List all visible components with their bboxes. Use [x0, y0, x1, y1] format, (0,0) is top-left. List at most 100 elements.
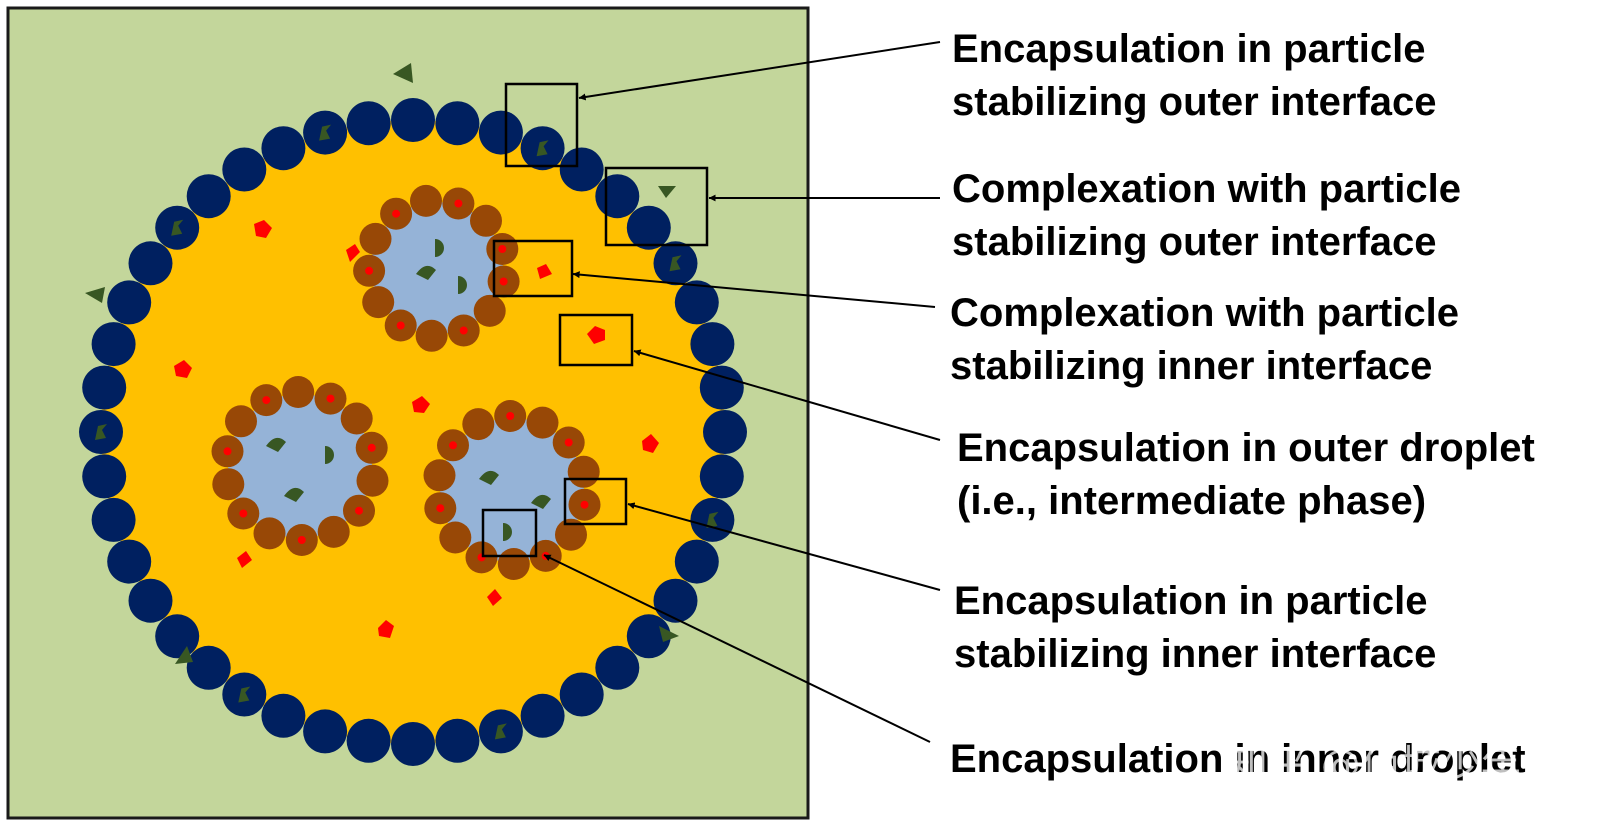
label-complex-inner-interface-line1: Complexation with particle [950, 291, 1459, 335]
inner-particle [225, 405, 257, 438]
inner-particle [470, 204, 502, 237]
watermark: 知乎 @佰城少年 [1228, 742, 1521, 788]
inner-particle [359, 222, 392, 255]
outer-particle [520, 693, 565, 738]
outer-particle [107, 539, 152, 584]
outer-particle [595, 645, 640, 690]
outer-particle [391, 98, 435, 142]
callout-box-enc-inner-interface [563, 477, 628, 526]
red-compound [454, 199, 463, 208]
callout-box-complex-inner-interface [492, 239, 574, 298]
outer-particle [346, 718, 391, 763]
outer-particle [346, 101, 391, 146]
red-compounds [174, 220, 659, 638]
red-compound [367, 443, 376, 452]
outer-particle [91, 322, 136, 367]
outer-particle [391, 722, 435, 766]
red-compound [365, 266, 374, 275]
green-compound [393, 63, 413, 83]
callout-arrow-enc-outer-interface [578, 41, 941, 101]
outer-particle [626, 205, 671, 250]
outer-particle [91, 497, 136, 542]
red-compound [392, 209, 401, 218]
outer-particle [261, 126, 306, 171]
outer-particle [595, 174, 640, 219]
red-compound [449, 441, 457, 450]
outer-particle [128, 578, 173, 623]
outer-particle [128, 241, 173, 286]
red-compound [498, 245, 507, 253]
green-compound [503, 523, 512, 541]
outer-particle [478, 110, 523, 155]
inner-particle [340, 402, 373, 435]
green-compound [284, 487, 304, 502]
inner-particle [356, 464, 389, 497]
inner-particle [362, 286, 395, 319]
green-compound [95, 424, 107, 440]
outer-particle [653, 578, 698, 623]
outer-particle [107, 280, 152, 325]
red-compound [262, 396, 271, 405]
inner-particle [423, 459, 456, 492]
label-enc-outer-droplet-line2: (i.e., intermediate phase) [957, 479, 1426, 523]
outer-particle [222, 147, 267, 192]
green-compound [494, 723, 507, 740]
red-compound [412, 396, 430, 413]
red-compound [642, 434, 659, 453]
red-compound [396, 321, 405, 330]
label-enc-outer-droplet-line1: Encapsulation in outer droplet [957, 426, 1535, 470]
inner-particle [526, 406, 559, 439]
label-enc-inner-interface-line1: Encapsulation in particle [954, 579, 1427, 623]
inner-particle [410, 184, 442, 217]
outer-particle [690, 322, 735, 367]
red-compound [580, 500, 589, 509]
outer-particle [703, 410, 747, 454]
green-compound [171, 219, 184, 236]
callout-box-enc-outer-droplet [558, 313, 634, 367]
outer-particle [435, 101, 480, 146]
inner-particle [415, 319, 448, 352]
outer-particle [261, 693, 306, 738]
callout-box-enc-inner-droplet [481, 508, 538, 558]
red-compound [239, 509, 248, 518]
green-compound [85, 287, 105, 303]
green-compound [435, 239, 444, 257]
inner-particle [439, 521, 472, 554]
label-enc-inner-interface-line2: stabilizing inner interface [954, 632, 1436, 676]
green-compound [479, 470, 499, 485]
red-compound [237, 551, 252, 568]
outer-particle [82, 365, 127, 410]
label-enc-outer-interface-line1: Encapsulation in particle [952, 27, 1425, 71]
label-complex-inner-interface-line2: stabilizing inner interface [950, 344, 1432, 388]
green-compound [325, 446, 334, 464]
red-compound [297, 536, 306, 544]
inner-particle-rings [211, 184, 601, 580]
green-compound [238, 686, 251, 703]
inner-particle [282, 376, 315, 408]
red-compound [459, 326, 468, 335]
red-compound [346, 244, 360, 262]
red-compound [254, 220, 272, 238]
callout-boxes [481, 82, 709, 558]
green-compound [706, 511, 719, 528]
label-complex-outer-interface-line2: stabilizing outer interface [952, 220, 1437, 264]
inner-droplet-2 [228, 394, 372, 538]
callout-arrow-enc-inner-interface [627, 502, 941, 591]
inner-particle [212, 468, 245, 501]
outer-particle [82, 454, 127, 499]
outer-particle [186, 174, 231, 219]
green-compound [319, 124, 332, 141]
green-compound [175, 646, 193, 664]
callout-box-complex-outer-interface [604, 166, 709, 247]
outer-particle [186, 645, 231, 690]
red-compound [499, 277, 508, 286]
callout-arrow-complex-inner-interface [572, 271, 936, 308]
inner-droplet-3 [440, 418, 584, 562]
callout-arrow-enc-outer-droplet [633, 349, 941, 441]
outer-particle [435, 718, 480, 763]
outer-particle [559, 672, 604, 717]
green-compound [536, 140, 549, 157]
label-complex-outer-interface-line1: Complexation with particle [952, 167, 1461, 211]
red-compound [537, 264, 552, 279]
